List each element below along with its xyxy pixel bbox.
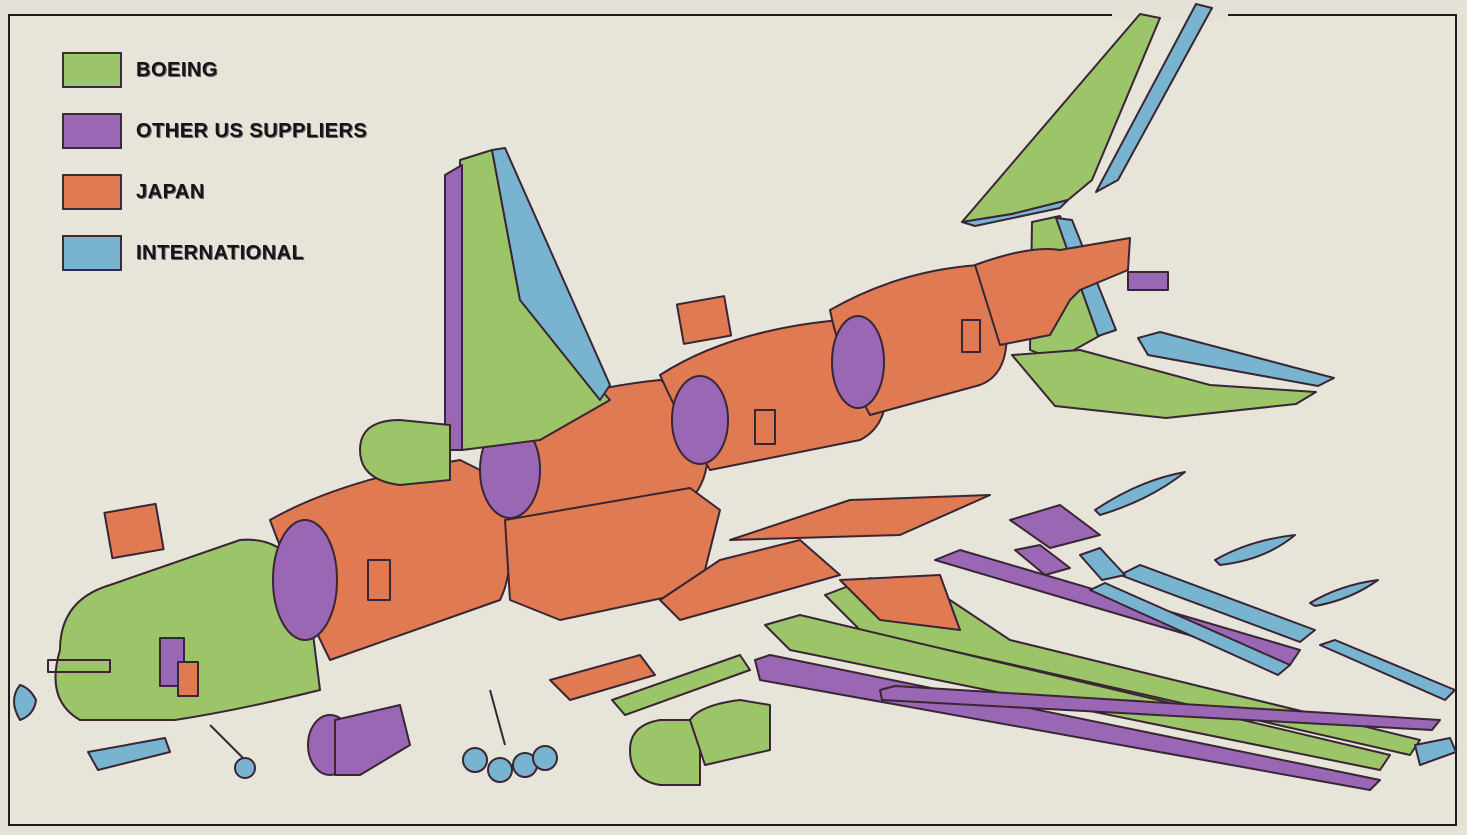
wing-panel-purple-1 xyxy=(1009,504,1101,549)
legend-swatch-international xyxy=(62,235,122,271)
forward-door xyxy=(367,559,391,601)
main-landing-gear xyxy=(462,689,558,783)
wing-fairing-japan-2 xyxy=(729,494,991,541)
legend-label-boeing: BOEING xyxy=(136,58,218,81)
apu-unit xyxy=(1127,271,1169,291)
nose-door-panel xyxy=(177,661,199,697)
flap-fairing-blue-2 xyxy=(1214,534,1296,566)
aft-door-1 xyxy=(754,409,776,445)
nose-section xyxy=(54,538,321,721)
lower-fairing-boeing-1 xyxy=(611,654,751,716)
rudder-international xyxy=(1095,3,1213,193)
left-wing xyxy=(359,147,611,486)
engine-nacelle-front xyxy=(629,719,701,786)
flap-fairing-blue-3 xyxy=(1309,579,1379,607)
wing-slat-blue-3 xyxy=(1319,639,1456,701)
horizontal-stabilizer-boeing xyxy=(1011,349,1317,419)
legend-label-other-us-suppliers: OTHER US SUPPLIERS xyxy=(136,119,368,142)
legend-item-international: INTERNATIONAL xyxy=(62,235,367,271)
fin-leading-edge xyxy=(961,199,1069,227)
right-wing-rib-panel xyxy=(839,574,961,631)
radome xyxy=(13,684,37,721)
engine-body xyxy=(334,704,411,776)
elevator-international xyxy=(1137,331,1335,387)
gear-wheel-4 xyxy=(532,745,558,771)
nose-landing-gear xyxy=(209,724,256,779)
aft-section-1-interior xyxy=(671,375,729,465)
left-wing-leading-edge xyxy=(444,164,463,451)
flap-fairing-blue-1 xyxy=(1094,471,1186,516)
left-wing-trailing-edge xyxy=(491,147,611,401)
wing-tip-blue xyxy=(1414,737,1457,766)
aft-door-2 xyxy=(961,319,981,353)
legend-item-japan: JAPAN xyxy=(62,174,367,210)
wing-slat-blue-2 xyxy=(1089,582,1291,676)
wing-panel-purple-2 xyxy=(1014,544,1071,576)
gear-wheel-1 xyxy=(462,747,488,773)
engine-core xyxy=(307,704,411,776)
nose-gear-wheel xyxy=(234,757,256,779)
legend-item-other-us-suppliers: OTHER US SUPPLIERS xyxy=(62,113,367,149)
legend-label-japan: JAPAN xyxy=(136,180,205,203)
wing-fairing-japan-3 xyxy=(549,654,656,701)
legend: BOEING OTHER US SUPPLIERS JAPAN INTERNAT… xyxy=(62,52,367,296)
vertical-fin xyxy=(961,3,1213,227)
nose-gear-strut xyxy=(209,724,246,761)
wing-panel-blue xyxy=(1079,547,1126,581)
right-wing-upper-skin xyxy=(764,614,1391,771)
legend-swatch-japan xyxy=(62,174,122,210)
gear-strut xyxy=(489,689,506,746)
loose-panel-left xyxy=(103,502,165,560)
legend-item-boeing: BOEING xyxy=(62,52,367,88)
right-wing xyxy=(754,471,1457,791)
left-engine-nacelle xyxy=(359,419,451,486)
gear-wheel-2 xyxy=(487,757,513,783)
legend-label-international: INTERNATIONAL xyxy=(136,241,305,264)
nose-cockpit-window xyxy=(47,659,111,673)
loose-panel-top xyxy=(675,295,733,345)
cargo-door-blue xyxy=(87,737,171,771)
wing-fairing-japan-1 xyxy=(659,539,841,621)
right-wing-flap-purple-2 xyxy=(879,685,1441,731)
aft-section-2-interior xyxy=(831,315,885,409)
forward-section-interior xyxy=(272,519,338,641)
tail-cone xyxy=(974,237,1131,346)
legend-swatch-boeing xyxy=(62,52,122,88)
engine-nacelle-rear xyxy=(689,699,771,766)
wing-slat-blue-1 xyxy=(1119,564,1316,643)
legend-swatch-other-us-suppliers xyxy=(62,113,122,149)
fin-boeing xyxy=(961,13,1161,223)
